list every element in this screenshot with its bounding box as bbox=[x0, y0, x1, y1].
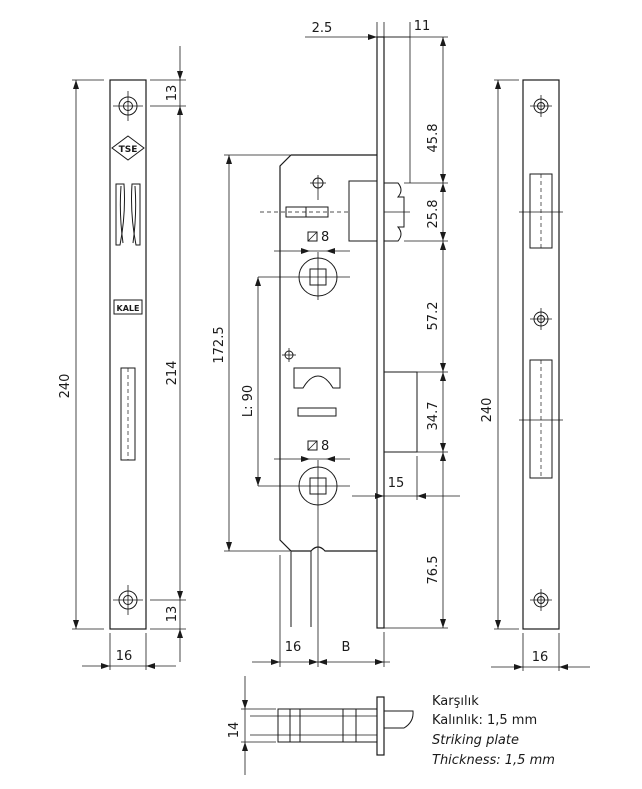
dim-strike-width: 16 bbox=[532, 650, 549, 665]
kale-logo-text: KALE bbox=[117, 304, 140, 313]
strike-screw-mid-icon bbox=[530, 308, 552, 330]
faceplate-left: TSE KALE 240 bbox=[58, 46, 186, 670]
dim-latch-to-bolt: 57.2 bbox=[426, 302, 441, 331]
dim-backset-b: B bbox=[342, 640, 351, 655]
cam-assembly bbox=[282, 348, 341, 417]
follower-top: 8 bbox=[258, 230, 350, 300]
dim-faceplate-width: 16 bbox=[116, 649, 133, 664]
dim-faceplate-length: 240 bbox=[58, 374, 73, 399]
dim-top-11: 11 bbox=[414, 19, 431, 34]
tse-logo-text: TSE bbox=[119, 145, 138, 155]
dim-square-bottom: 8 bbox=[321, 439, 329, 454]
follower-bottom: 8 bbox=[258, 439, 350, 510]
note-tr-thickness: Kalınlık: 1,5 mm bbox=[432, 713, 537, 728]
strike-screw-top-icon bbox=[530, 95, 552, 117]
front-faceplate bbox=[376, 36, 385, 629]
dim-bolt-throw: 15 bbox=[388, 476, 405, 491]
dim-hole-spacing: 214 bbox=[165, 361, 180, 386]
kale-logo-icon: KALE bbox=[113, 299, 143, 315]
dead-bolt bbox=[383, 371, 418, 453]
note-tr-title: Karşılık bbox=[432, 694, 479, 709]
lock-body: 8 8 L: 90 bbox=[212, 19, 460, 667]
screw-mark-top-icon bbox=[260, 175, 349, 218]
dim-latch-offset: 45.8 bbox=[426, 124, 441, 153]
strike-plate: 240 16 bbox=[480, 79, 590, 671]
dim-square-top: 8 bbox=[321, 230, 329, 245]
dim-spindle-distance: L: 90 bbox=[241, 385, 256, 417]
dim-bottom-offset-76-5: 76.5 bbox=[426, 556, 441, 585]
strike-screw-bottom-icon bbox=[530, 589, 552, 611]
latch-slot-inner bbox=[119, 185, 137, 244]
tse-logo-icon: TSE bbox=[111, 135, 145, 161]
strike-plate-notes: Karşılık Kalınlık: 1,5 mm Striking plate… bbox=[432, 694, 555, 768]
bottom-view-faceplate bbox=[376, 696, 385, 756]
lock-bottom-view: 14 bbox=[227, 676, 414, 775]
dim-top-offset: 13 bbox=[165, 85, 180, 102]
dim-body-height: 172.5 bbox=[212, 326, 227, 363]
dim-top-2-5: 2.5 bbox=[312, 21, 333, 36]
note-en-title: Striking plate bbox=[432, 733, 519, 748]
screw-hole-bottom-icon bbox=[113, 585, 143, 615]
dim-bottom-offset: 13 bbox=[165, 606, 180, 623]
bottom-view-latch bbox=[383, 710, 414, 729]
latch-bolt bbox=[348, 180, 410, 242]
lock-body-outline bbox=[279, 154, 377, 552]
faceplate-left-outline bbox=[109, 79, 147, 630]
dim-bolt-height: 34.7 bbox=[426, 402, 441, 431]
note-en-thickness: Thickness: 1,5 mm bbox=[432, 753, 555, 768]
screw-hole-top-icon bbox=[113, 91, 143, 121]
strike-plate-outline bbox=[522, 79, 560, 630]
dim-bottom-view-height: 14 bbox=[227, 722, 242, 739]
dim-backset-16: 16 bbox=[285, 640, 302, 655]
latch-slot bbox=[115, 183, 141, 246]
dim-strike-length: 240 bbox=[480, 398, 495, 423]
dim-latch-height: 25.8 bbox=[426, 200, 441, 229]
